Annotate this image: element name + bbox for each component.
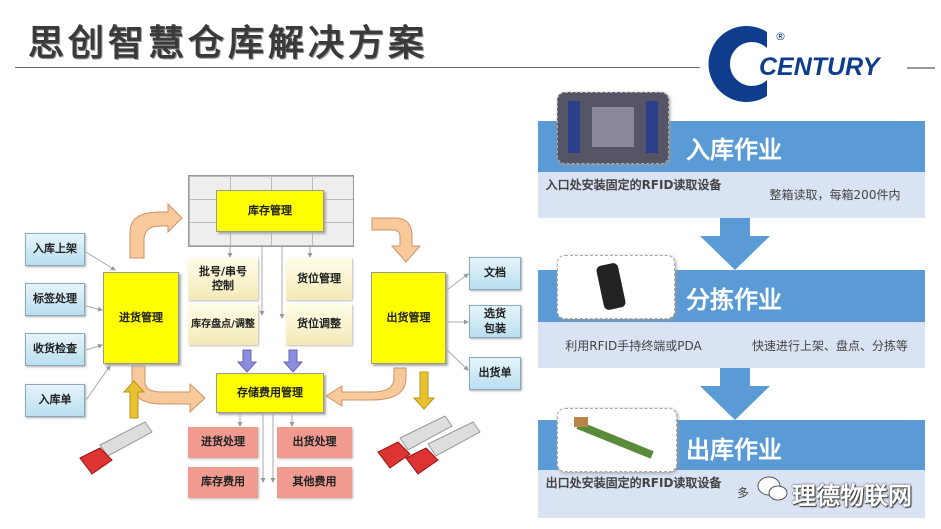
inbound-arrow	[122, 380, 146, 419]
down-arrow	[282, 349, 304, 373]
handheld-pda-photo	[557, 255, 675, 319]
fee-item: 库存费用	[188, 467, 258, 498]
outbound-management-box: 出货管理	[371, 272, 446, 364]
stage-desc-band	[538, 322, 925, 368]
rfid-reader-board-photo	[557, 408, 677, 472]
page-title: 思创智慧仓库解决方案	[28, 23, 429, 64]
registered-mark: ®	[775, 30, 786, 43]
stage-title: 分拣作业	[686, 286, 782, 314]
storage-fee-management-box: 存储费用管理	[216, 373, 324, 413]
left-item: 标签处理	[25, 283, 85, 316]
stage-title: 入库作业	[686, 136, 782, 164]
middle-item: 货位管理	[286, 258, 352, 300]
flow-arrow	[371, 217, 422, 263]
fee-item: 其他费用	[277, 467, 352, 498]
wechat-icon	[757, 476, 788, 501]
stage-desc-right: 整箱读取，每箱200件内	[769, 188, 901, 202]
truck-icon	[79, 421, 153, 475]
stage-desc-left: 利用RFID手持终端或PDA	[565, 339, 702, 353]
fee-item: 进货处理	[188, 427, 258, 458]
stage-desc-right: 快速进行上架、盘点、分拣等	[751, 339, 908, 353]
middle-item: 货位调整	[286, 304, 352, 345]
middle-item: 批号/串号控制	[188, 258, 258, 300]
stage-desc-right: 多	[736, 486, 749, 500]
stage-desc-band	[538, 470, 925, 518]
century-logo: CENTURY ®	[708, 26, 935, 102]
left-item: 入库上架	[25, 233, 85, 266]
outbound-arrow	[412, 371, 436, 410]
down-arrow	[236, 349, 258, 373]
inventory-management-box: 库存管理	[216, 190, 324, 232]
stage-desc-left: 出口处安装固定的RFID读取设备	[545, 476, 722, 490]
inbound-management-box: 进货管理	[103, 272, 179, 364]
flow-arrow	[129, 202, 183, 259]
stage-desc-band	[538, 172, 925, 218]
title-divider	[15, 67, 700, 68]
trucks-icon	[377, 415, 481, 475]
gate-reader-photo	[557, 92, 669, 164]
left-item: 入库单	[25, 384, 85, 417]
left-item: 收货检查	[25, 333, 85, 366]
logo-text: CENTURY	[759, 53, 882, 81]
fee-item: 出货处理	[277, 427, 352, 458]
middle-item: 库存盘点/调整	[188, 304, 258, 345]
flow-arrows	[700, 218, 770, 420]
right-item: 选货包装	[469, 305, 521, 338]
watermark: 理德物联网	[792, 482, 912, 510]
right-item: 文档	[469, 257, 521, 290]
flow-arrow	[325, 367, 407, 407]
stage-title: 出库作业	[686, 436, 782, 464]
right-item: 出货单	[469, 357, 521, 390]
flow-arrow	[131, 365, 206, 414]
stage-desc-left: 入口处安装固定的RFID读取设备	[545, 178, 722, 192]
